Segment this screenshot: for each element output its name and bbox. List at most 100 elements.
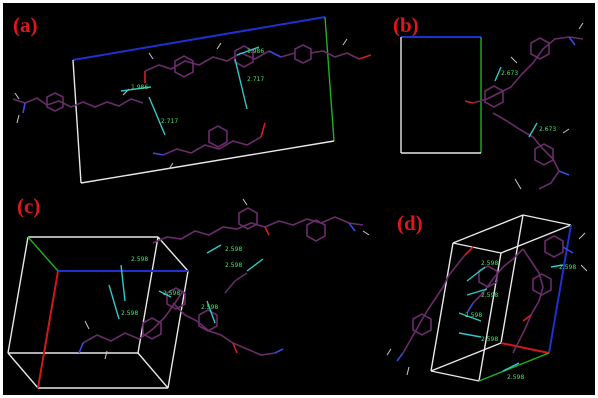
molecule-d-2: [512, 232, 588, 354]
cell-edge-c-axis: [324, 16, 335, 142]
carbonyl-o: [464, 100, 474, 104]
bond: [280, 52, 296, 58]
amine-n: [274, 348, 284, 354]
h-atom: [216, 42, 222, 50]
phenyl-ring: [532, 273, 552, 296]
cell-edge: [452, 214, 524, 244]
phenyl-ring: [142, 317, 162, 340]
phenyl-ring: [534, 143, 554, 166]
distance-label: 2.673: [501, 70, 518, 77]
hbond-line: [236, 46, 260, 56]
cell-edge-c-axis: [27, 236, 59, 272]
h-atom: [168, 162, 174, 170]
cell-edge: [500, 214, 524, 344]
cell-edge: [452, 242, 502, 254]
distance-label: 2.598: [131, 256, 148, 263]
amine-n: [268, 50, 282, 58]
h-atom: [406, 366, 410, 376]
cell-edge: [137, 352, 169, 389]
phenyl-ring: [234, 45, 254, 68]
h-atom: [362, 230, 370, 236]
panel-d-label: (d): [397, 211, 423, 235]
hbond-line: [458, 312, 482, 322]
phenyl-ring: [46, 92, 64, 112]
hbonds-b: 2.673 2.673: [494, 66, 556, 138]
amine-n: [568, 36, 576, 46]
phenyl-ring: [412, 313, 432, 336]
cell-edge: [500, 224, 572, 254]
hbond-line: [494, 66, 502, 82]
amine-n: [562, 246, 574, 254]
carbonyl-o: [260, 122, 266, 138]
h-atom: [242, 198, 248, 206]
h-atom: [148, 52, 154, 60]
hbond-line: [246, 258, 264, 272]
cell-edge-a-axis: [500, 342, 550, 354]
amine-n: [78, 342, 84, 354]
distance-label: 2.598: [481, 260, 498, 267]
amine-n: [396, 352, 404, 362]
phenyl-ring: [478, 265, 498, 288]
distance-label: 1.986: [247, 48, 264, 55]
backbone: [512, 248, 544, 354]
distance-label: 2.598: [559, 264, 576, 271]
carbonyl-o: [522, 314, 532, 322]
cell-edge: [72, 59, 82, 184]
cell-edge: [430, 370, 480, 382]
amine-n: [152, 152, 164, 156]
cell-edge: [430, 242, 454, 372]
carbonyl-o: [232, 342, 238, 354]
panel-b-label: (b): [393, 13, 419, 37]
hbond-line: [148, 96, 166, 136]
distance-label: 2.598: [481, 336, 498, 343]
cell-edge: [522, 214, 572, 226]
phenyl-ring: [294, 44, 312, 64]
cell-edge: [167, 270, 189, 389]
carbonyl-o: [464, 246, 474, 256]
phenyl-ring: [238, 207, 258, 230]
unit-cell-a: [72, 16, 335, 184]
hbonds-c: 2.598 2.598 2.598 2.598 2.598 2.598: [108, 244, 264, 324]
cell-edge: [7, 236, 29, 354]
phenyl-ring: [174, 55, 194, 78]
amine-n: [22, 102, 26, 114]
phenyl-ring: [484, 85, 504, 108]
h-atom: [578, 232, 586, 240]
backbone: [144, 50, 270, 72]
hbond-line: [206, 244, 222, 254]
h-atom: [578, 22, 584, 30]
unit-cell-b: [400, 36, 482, 154]
h-atom: [514, 178, 522, 190]
molecule-a-2: [144, 38, 372, 83]
bond: [234, 272, 248, 282]
distance-label: 1.986: [131, 84, 148, 91]
phenyl-ring: [198, 309, 218, 332]
molecule-a-1: [12, 88, 144, 124]
panel-c: (c): [7, 194, 370, 389]
panel-a: (a): [12, 13, 372, 184]
hbond-line: [206, 300, 216, 324]
phenyl-ring: [208, 125, 228, 148]
h-atom: [16, 114, 20, 124]
panel-a-label: (a): [13, 13, 38, 37]
distance-label: 2.598: [121, 310, 138, 317]
distance-label: 2.598: [225, 262, 242, 269]
carbonyl-o: [358, 54, 372, 60]
h-atom: [342, 38, 348, 46]
panel-c-label: (c): [17, 194, 40, 218]
distance-label: 2.598: [163, 290, 180, 297]
cell-edge: [157, 236, 189, 272]
hbond-line: [120, 264, 126, 302]
hbond-line: [234, 58, 248, 110]
unit-cell-d: [430, 214, 572, 382]
phenyl-ring: [544, 235, 564, 258]
hbond-line: [158, 290, 172, 298]
backbone: [472, 36, 584, 104]
hbond-line: [466, 266, 486, 282]
backbone: [12, 97, 144, 108]
phenyl-ring: [306, 219, 326, 242]
distance-label: 2.598: [465, 312, 482, 319]
cell-edge-b-axis: [72, 16, 326, 61]
hbond-line: [458, 332, 482, 338]
backbone: [492, 112, 560, 190]
